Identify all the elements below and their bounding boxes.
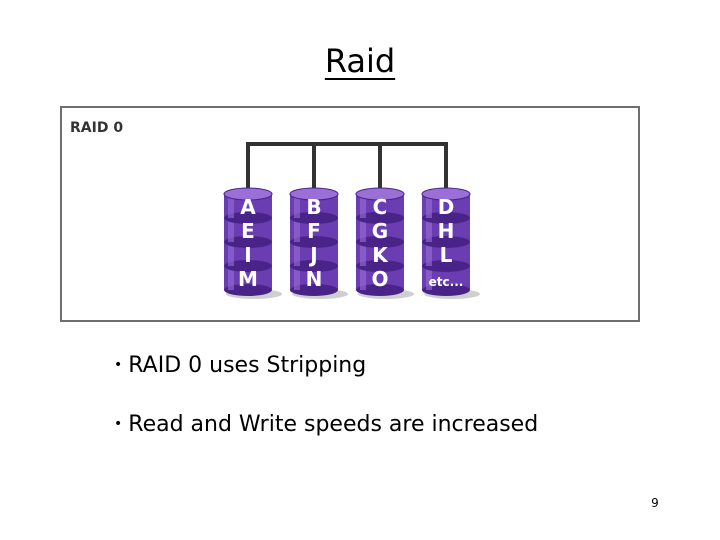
disk-top xyxy=(289,187,339,201)
controller-bus xyxy=(246,142,448,192)
disk-highlight xyxy=(228,268,234,290)
bullet-item: • Read and Write speeds are increased xyxy=(114,409,538,440)
disk-segment-edge xyxy=(224,284,272,296)
disk-highlight xyxy=(360,244,366,266)
bullet-dot-icon: • xyxy=(114,357,123,373)
disk-array: AEIMBFJNCGKODHLetc... xyxy=(223,187,480,299)
disk-segment-edge xyxy=(290,212,338,224)
diagram-label: RAID 0 xyxy=(70,120,123,136)
disk-block-label: G xyxy=(372,219,388,243)
disk-highlight xyxy=(294,196,300,218)
disk-block-label: D xyxy=(438,195,455,219)
disk-block-label: J xyxy=(308,243,317,267)
disk-segment-edge xyxy=(224,260,272,272)
disk-segment-edge xyxy=(224,212,272,224)
disk-segment-edge xyxy=(356,236,404,248)
disk-segment-edge xyxy=(356,260,404,272)
disk-segment-edge xyxy=(422,236,470,248)
disk-block-label: B xyxy=(306,195,321,219)
disk-block-label: A xyxy=(240,195,256,219)
raid0-diagram: RAID 0 AEIMBFJNCGKODHLetc... xyxy=(70,120,480,299)
disk-highlight xyxy=(360,268,366,290)
disk-highlight xyxy=(426,196,432,218)
bullet-text: RAID 0 uses Stripping xyxy=(128,353,367,378)
disk-highlight xyxy=(294,268,300,290)
disk-segment-edge xyxy=(422,284,470,296)
disk-highlight xyxy=(426,268,432,290)
disk-block-label: I xyxy=(244,243,251,267)
disk-segment-edge xyxy=(422,212,470,224)
disk-highlight xyxy=(294,220,300,242)
disk-block-label: N xyxy=(306,267,323,291)
disk-segment-edge xyxy=(356,212,404,224)
disk-top xyxy=(355,187,405,201)
bus-wire xyxy=(246,142,448,192)
disk-block-label: L xyxy=(440,243,453,267)
disk-block-label: C xyxy=(373,195,388,219)
disk-cylinder: DHLetc... xyxy=(421,187,480,299)
disk-top xyxy=(421,187,471,201)
bullet-dot-icon: • xyxy=(114,416,123,432)
bullet-item: • RAID 0 uses Stripping xyxy=(114,350,538,381)
disk-highlight xyxy=(228,196,234,218)
disk-block-label: M xyxy=(238,267,258,291)
disk-highlight xyxy=(294,244,300,266)
disk-block-label: H xyxy=(438,219,455,243)
disk-segment-edge xyxy=(224,236,272,248)
page-number: 9 xyxy=(651,496,659,510)
disk-highlight xyxy=(426,244,432,266)
disk-highlight xyxy=(360,196,366,218)
disk-highlight xyxy=(426,220,432,242)
disk-highlight xyxy=(360,220,366,242)
disk-block-label: O xyxy=(371,267,388,291)
disk-block-label: F xyxy=(307,219,321,243)
disk-top xyxy=(223,187,273,201)
disk-segment-edge xyxy=(356,284,404,296)
disk-segment-edge xyxy=(290,284,338,296)
disk-block-label: E xyxy=(241,219,255,243)
disk-segment-edge xyxy=(290,260,338,272)
disk-segment-edge xyxy=(290,236,338,248)
disk-highlight xyxy=(228,244,234,266)
disk-segment-edge xyxy=(422,260,470,272)
bullet-text: Read and Write speeds are increased xyxy=(128,412,539,437)
slide-title: Raid xyxy=(324,42,396,80)
bullet-list: • RAID 0 uses Stripping • Read and Write s… xyxy=(114,350,538,468)
disk-block-label: etc... xyxy=(429,275,464,289)
disk-highlight xyxy=(228,220,234,242)
disk-block-label: K xyxy=(372,243,389,267)
